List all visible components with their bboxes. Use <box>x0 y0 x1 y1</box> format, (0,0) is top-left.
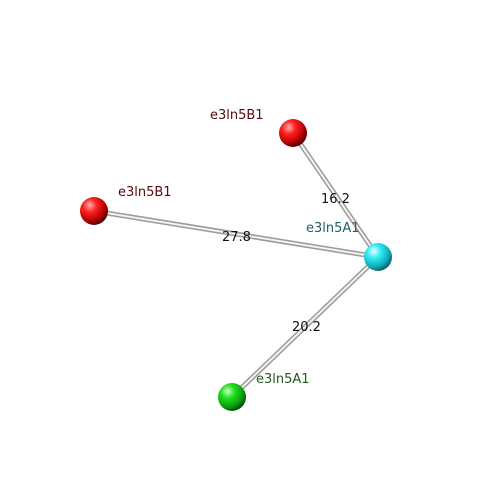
atom-sphere-bottom <box>218 383 246 411</box>
distance-label-left: 27.8 <box>222 230 251 245</box>
distance-label-top: 16.2 <box>321 192 350 207</box>
bond-bottom-center <box>229 254 381 400</box>
atom-sphere-top <box>279 119 307 147</box>
distance-label-bottom: 20.2 <box>292 320 321 335</box>
atom-label-bottom: e3ln5A1 <box>256 372 310 387</box>
atom-sphere-left <box>80 197 108 225</box>
bond-left-center <box>91 208 381 260</box>
atom-label-left: e3ln5B1 <box>118 185 172 200</box>
bond-top-center <box>290 130 381 260</box>
atom-sphere-center <box>364 243 392 271</box>
atom-label-center: e3ln5A1 <box>306 221 360 236</box>
atom-label-top: e3ln5B1 <box>210 108 264 123</box>
